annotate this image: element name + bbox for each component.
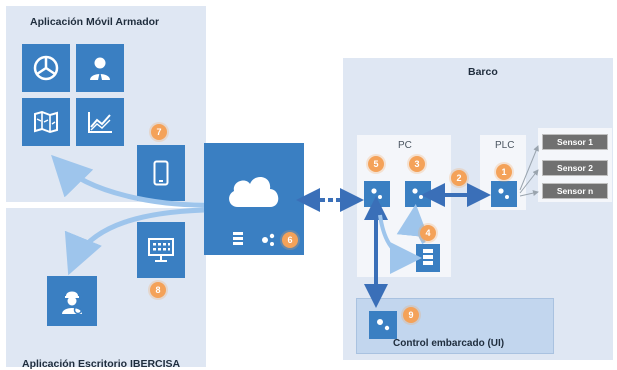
onboard-ui-label: Control embarcado (UI) [393,338,505,349]
badge-2: 2 [451,170,467,186]
line-chart-tile [76,98,124,146]
pc-process-tile-5 [364,181,390,207]
badge-5: 5 [368,156,384,172]
pc-storage-tile [416,244,440,272]
operator-icon [62,291,83,315]
map-icon [34,110,58,134]
pie-chart-icon [33,55,59,81]
sensor-1: Sensor 1 [542,134,608,150]
user-tile [76,44,124,92]
map-tile [22,98,70,146]
badge-1: 1 [496,164,512,180]
ship-title: Barco [468,66,498,78]
badge-4: 4 [420,225,436,241]
operator-tile [47,276,97,326]
keyboard-icon [148,238,174,262]
desktop-terminal-tile [137,222,185,278]
plc-process-tile [491,181,517,207]
mobile-device-tile [137,145,185,201]
mobile-app-title: Aplicación Móvil Armador [30,16,160,28]
sensor-n: Sensor n [542,183,608,199]
plc-label: PLC [495,140,515,151]
badge-7: 7 [151,124,167,140]
pie-chart-tile [22,44,70,92]
badge-8: 8 [150,282,166,298]
pc-label: PC [398,140,412,151]
sensor-2: Sensor 2 [542,160,608,176]
badge-6: 6 [282,232,298,248]
badge-3: 3 [409,156,425,172]
line-chart-icon [88,112,112,133]
badge-9: 9 [403,307,419,323]
user-icon [90,57,110,80]
phone-icon [153,160,169,186]
cloud-icon [229,176,279,207]
ui-process-tile [369,311,397,339]
desktop-app-title: Aplicación Escritorio IBERCISA [22,358,181,370]
pc-process-tile-3 [405,181,431,207]
onboard-ui-box [356,298,554,354]
